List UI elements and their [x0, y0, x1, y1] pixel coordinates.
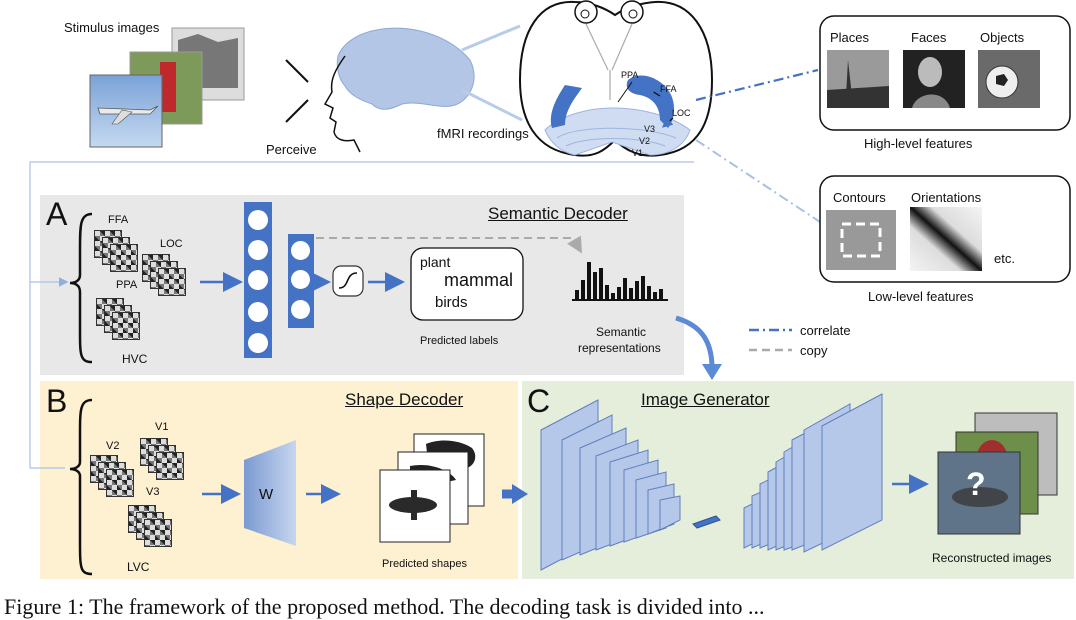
sigmoid-icon: [338, 272, 358, 289]
semantic-caption-line-2: representations: [578, 341, 661, 355]
region-v1: V1: [632, 148, 644, 158]
panel-c-letter: C: [527, 383, 551, 419]
perceive-label: Perceive: [266, 142, 317, 157]
figure-caption: Figure 1: The framework of the proposed …: [4, 594, 765, 619]
feature-objects: Objects: [980, 30, 1025, 45]
perceive-head: [285, 27, 475, 153]
bracket-b: [69, 398, 93, 576]
region-label-loc: LOC: [160, 238, 183, 250]
region-label-v2: V2: [106, 440, 120, 452]
region-label-v3: V3: [146, 486, 160, 498]
region-ffa: FFA: [660, 84, 677, 94]
reconstructed-images-caption: Reconstructed images: [932, 551, 1052, 565]
region-ppa: PPA: [621, 70, 639, 80]
feature-places: Places: [830, 30, 870, 45]
feature-contours: Contours: [833, 190, 886, 205]
reconstruction-question-mark: ?: [966, 466, 986, 502]
predicted-shapes-caption: Predicted shapes: [382, 558, 467, 570]
region-v3: V3: [644, 124, 656, 134]
weight-matrix-w: [244, 440, 296, 546]
predicted-labels-caption: Predicted labels: [420, 335, 499, 347]
region-label-ppa: PPA: [116, 279, 138, 291]
stimulus-images-label: Stimulus images: [64, 20, 160, 35]
fmri-label: fMRI recordings: [437, 126, 529, 141]
region-label-hvc: HVC: [122, 352, 148, 366]
label-birds: birds: [435, 294, 468, 311]
feature-faces: Faces: [911, 30, 947, 45]
legend-correlate-label: correlate: [800, 323, 851, 338]
semantic-caption-line-1: Semantic: [596, 325, 647, 339]
label-mammal: mammal: [444, 270, 514, 290]
panel-a-title: Semantic Decoder: [488, 204, 628, 223]
feature-orientations: Orientations: [911, 190, 982, 205]
predicted-labels-box: [410, 247, 524, 321]
generator-decoder: [743, 393, 883, 553]
brain-diagram: [518, 0, 714, 157]
w-label: W: [259, 486, 274, 503]
bracket-a: [69, 212, 93, 364]
panel-a-letter: A: [46, 196, 68, 232]
generator-encoder: [540, 399, 681, 571]
semantic-histogram: [572, 262, 668, 301]
latent-vector: [692, 515, 721, 529]
region-v2: V2: [639, 136, 651, 146]
region-label-lvc: LVC: [127, 560, 150, 574]
region-label-v1: V1: [155, 421, 169, 433]
legend-copy-label: copy: [800, 343, 828, 358]
label-plant: plant: [420, 254, 451, 270]
region-label-ffa: FFA: [108, 214, 129, 226]
panel-b-letter: B: [46, 383, 68, 419]
stimulus-images: [89, 27, 245, 148]
region-loc: LOC: [672, 108, 691, 118]
low-level-caption: Low-level features: [868, 289, 974, 304]
panel-c-title: Image Generator: [641, 390, 770, 409]
high-level-caption: High-level features: [864, 136, 973, 151]
feature-etc: etc.: [994, 251, 1015, 266]
panel-b-title: Shape Decoder: [345, 390, 464, 409]
